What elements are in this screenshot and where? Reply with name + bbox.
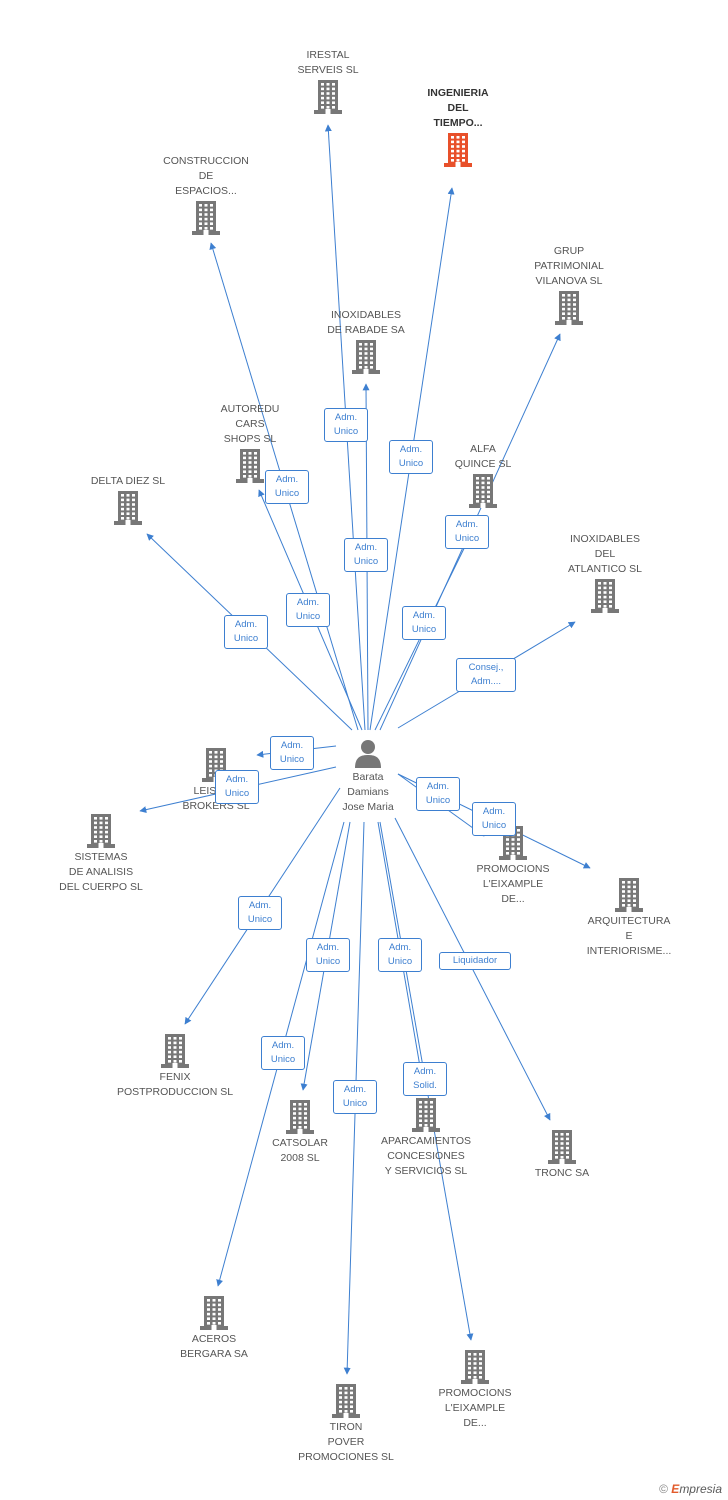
relation-label-tronc[interactable]: Liquidador (439, 952, 511, 970)
company-node-fenix[interactable]: FENIX POSTPRODUCCION SL (110, 1032, 240, 1100)
company-name: TRONC SA (534, 1167, 590, 1179)
building-icon (192, 201, 220, 235)
person-icon (355, 740, 381, 768)
relation-label-irestal[interactable]: Adm. Unico (324, 408, 368, 442)
company-name: GRUP PATRIMONIAL VILANOVA SL (534, 245, 604, 287)
building-icon (87, 814, 115, 848)
relation-label-inox-rabade[interactable]: Adm. Unico (344, 538, 388, 572)
company-node-irestal[interactable]: IRESTAL SERVEIS SL (263, 48, 393, 116)
company-name: ALFA QUINCE SL (454, 443, 512, 470)
company-name: INGENIERIA DEL TIEMPO... (427, 87, 489, 129)
center-person-name: Barata Damians Jose Maria (342, 771, 394, 813)
relation-label-inox-atlantico[interactable]: Consej., Adm.... (456, 658, 516, 692)
company-node-delta[interactable]: DELTA DIEZ SL (63, 474, 193, 527)
relation-label-aparcamientos[interactable]: Adm. Unico (378, 938, 422, 972)
relation-label-delta[interactable]: Adm. Unico (224, 615, 268, 649)
relation-label-fenix[interactable]: Adm. Unico (238, 896, 282, 930)
relation-label-aceros[interactable]: Adm. Unico (261, 1036, 305, 1070)
relation-label-grup[interactable]: Adm. Unico (445, 515, 489, 549)
relation-label-promo2[interactable]: Adm. Solid. (403, 1062, 447, 1096)
relation-label-alfa[interactable]: Adm. Unico (402, 606, 446, 640)
building-icon (161, 1034, 189, 1068)
company-name: DELTA DIEZ SL (90, 475, 166, 487)
building-icon (444, 133, 472, 167)
relation-label-promo1[interactable]: Adm. Unico (472, 802, 516, 836)
company-name: APARCAMIENTOS CONCESIONES Y SERVICIOS SL (380, 1135, 472, 1177)
company-name: CONSTRUCCION DE ESPACIOS... (163, 155, 249, 197)
company-name: FENIX POSTPRODUCCION SL (116, 1071, 234, 1098)
copyright-symbol: © (659, 1482, 668, 1496)
company-node-promo1[interactable]: PROMOCIONS L'EIXAMPLE DE... (448, 824, 578, 907)
company-name: TIRON POVER PROMOCIONES SL (298, 1421, 394, 1463)
company-node-aceros[interactable]: ACEROS BERGARA SA (149, 1294, 279, 1362)
brand-logo: © Empresia (659, 1482, 722, 1496)
company-node-catsolar[interactable]: CATSOLAR 2008 SL (235, 1098, 365, 1166)
company-name: AUTOREDU CARS SHOPS SL (220, 403, 280, 445)
company-node-grup[interactable]: GRUP PATRIMONIAL VILANOVA SL (504, 244, 634, 327)
building-icon (555, 291, 583, 325)
building-icon (200, 1296, 228, 1330)
company-name: SISTEMAS DE ANALISIS DEL CUERPO SL (59, 851, 143, 893)
company-node-inox-rabade[interactable]: INOXIDABLES DE RABADE SA (301, 308, 431, 376)
brand-name: mpresia (679, 1482, 722, 1496)
relation-label-leisure[interactable]: Adm. Unico (270, 736, 314, 770)
company-node-inox-atlantico[interactable]: INOXIDABLES DEL ATLANTICO SL (540, 532, 670, 615)
company-name: ARQUITECTURA E INTERIORISME... (586, 915, 672, 957)
company-name: PROMOCIONS L'EIXAMPLE DE... (476, 863, 550, 905)
building-icon (332, 1384, 360, 1418)
relation-label-sistemas[interactable]: Adm. Unico (215, 770, 259, 804)
center-person-node[interactable]: Barata Damians Jose Maria (313, 738, 423, 815)
company-name: INOXIDABLES DEL ATLANTICO SL (568, 533, 642, 575)
company-node-ingenieria[interactable]: INGENIERIA DEL TIEMPO... (393, 86, 523, 169)
company-node-promo2[interactable]: PROMOCIONS L'EIXAMPLE DE... (410, 1348, 540, 1431)
building-icon (352, 340, 380, 374)
building-icon (469, 474, 497, 508)
relation-label-tiron[interactable]: Adm. Unico (333, 1080, 377, 1114)
company-node-tronc[interactable]: TRONC SA (497, 1128, 627, 1181)
company-node-alfa[interactable]: ALFA QUINCE SL (418, 442, 548, 510)
building-icon (548, 1130, 576, 1164)
relation-label-catsolar[interactable]: Adm. Unico (306, 938, 350, 972)
building-icon (412, 1098, 440, 1132)
building-icon (236, 449, 264, 483)
building-icon (114, 491, 142, 525)
relation-label-autoredu[interactable]: Adm. Unico (286, 593, 330, 627)
building-icon (461, 1350, 489, 1384)
company-node-aparcamientos[interactable]: APARCAMIENTOS CONCESIONES Y SERVICIOS SL (361, 1096, 491, 1179)
building-icon (286, 1100, 314, 1134)
company-name: ACEROS BERGARA SA (180, 1333, 248, 1360)
relation-label-ingenieria[interactable]: Adm. Unico (389, 440, 433, 474)
building-icon (591, 579, 619, 613)
company-name: PROMOCIONS L'EIXAMPLE DE... (438, 1387, 512, 1429)
company-node-tiron[interactable]: TIRON POVER PROMOCIONES SL (281, 1382, 411, 1465)
company-node-sistemas[interactable]: SISTEMAS DE ANALISIS DEL CUERPO SL (36, 812, 166, 895)
company-node-autoredu[interactable]: AUTOREDU CARS SHOPS SL (185, 402, 315, 485)
building-icon (314, 80, 342, 114)
company-name: INOXIDABLES DE RABADE SA (327, 309, 405, 336)
company-name: IRESTAL SERVEIS SL (297, 49, 359, 76)
company-node-arquitectura[interactable]: ARQUITECTURA E INTERIORISME... (564, 876, 694, 959)
building-icon (615, 878, 643, 912)
company-node-construccion[interactable]: CONSTRUCCION DE ESPACIOS... (141, 154, 271, 237)
relation-label-arquitectura[interactable]: Adm. Unico (416, 777, 460, 811)
relation-label-construccion[interactable]: Adm. Unico (265, 470, 309, 504)
brand-e: E (671, 1482, 680, 1496)
company-name: CATSOLAR 2008 SL (272, 1137, 328, 1164)
